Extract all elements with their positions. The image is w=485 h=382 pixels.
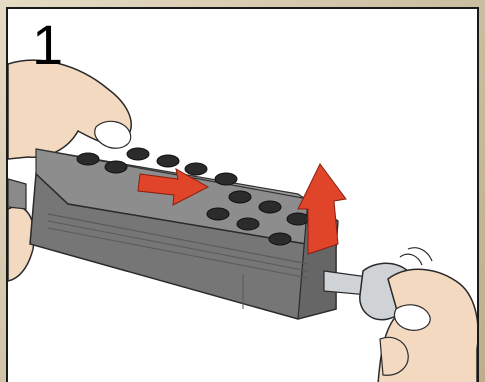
stud xyxy=(215,173,237,185)
stud xyxy=(287,213,309,225)
stud xyxy=(127,148,149,160)
stud xyxy=(259,201,281,213)
stud xyxy=(185,163,207,175)
stud xyxy=(105,161,127,173)
battery-box-illustration xyxy=(8,9,477,382)
stud xyxy=(157,155,179,167)
step-number: 1 xyxy=(32,15,63,75)
stud xyxy=(237,218,259,230)
stud xyxy=(77,153,99,165)
stud xyxy=(207,208,229,220)
stud xyxy=(229,191,251,203)
stud xyxy=(269,233,291,245)
instruction-panel: 1 xyxy=(6,7,479,382)
